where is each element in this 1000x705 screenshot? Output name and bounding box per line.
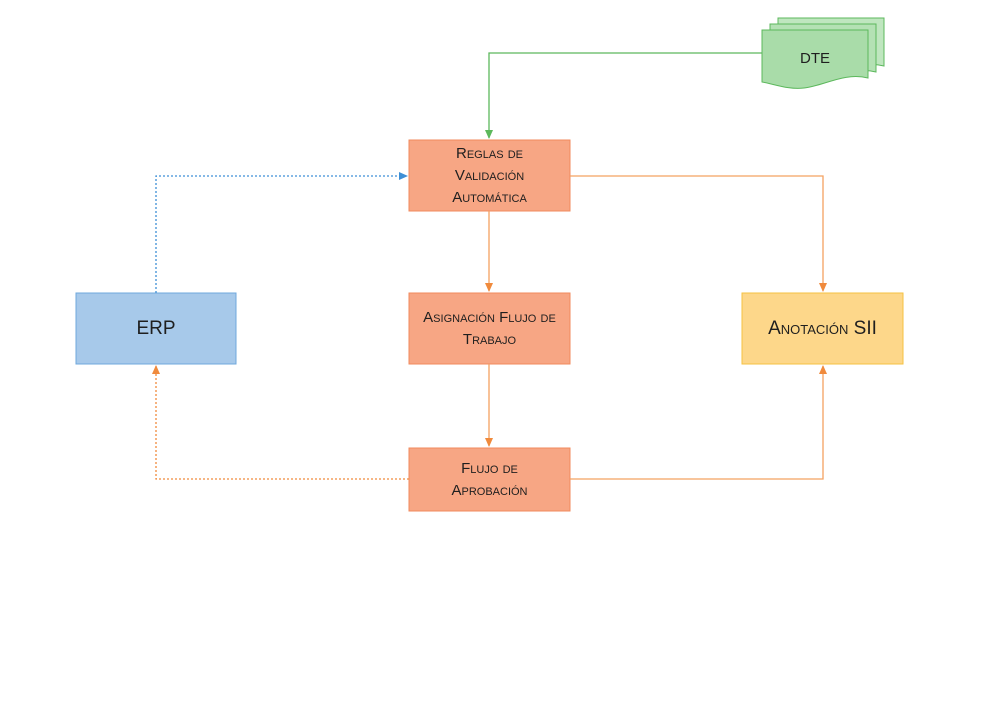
flujo-box — [408, 447, 571, 512]
anotacion-label: Anotación SII — [768, 317, 877, 339]
reglas-label-line3: Automática — [452, 188, 527, 206]
asignacion-label-line1: Asignación Flujo de — [423, 308, 556, 326]
flujo-label-line2: Aprobación — [451, 481, 528, 499]
flujo-label: Flujo de Aprobación — [409, 448, 570, 511]
flujo-label-line1: Flujo de — [461, 459, 518, 477]
arrow-reglas-to-anotacion — [570, 175, 827, 292]
asignacion-label-line2: Trabajo — [462, 330, 517, 348]
dte-node — [761, 17, 885, 89]
arrow-dte-to-reglas — [485, 52, 762, 139]
reglas-label: Reglas de Validación Automática — [409, 140, 570, 211]
reglas-label-line2: Validación — [454, 166, 525, 184]
dte-doc-front — [761, 29, 869, 89]
erp-label: ERP — [136, 317, 176, 339]
arrow-flujo-to-erp — [152, 365, 409, 480]
asignacion-label: Asignación Flujo de Trabajo — [409, 293, 570, 364]
reglas-label-line1: Reglas de — [456, 144, 523, 162]
erp-box — [75, 292, 237, 365]
dte-label: DTE — [800, 50, 830, 67]
arrow-erp-to-reglas — [155, 172, 408, 293]
arrow-flujo-to-anotacion — [570, 365, 827, 480]
anotacion-box — [741, 292, 904, 365]
